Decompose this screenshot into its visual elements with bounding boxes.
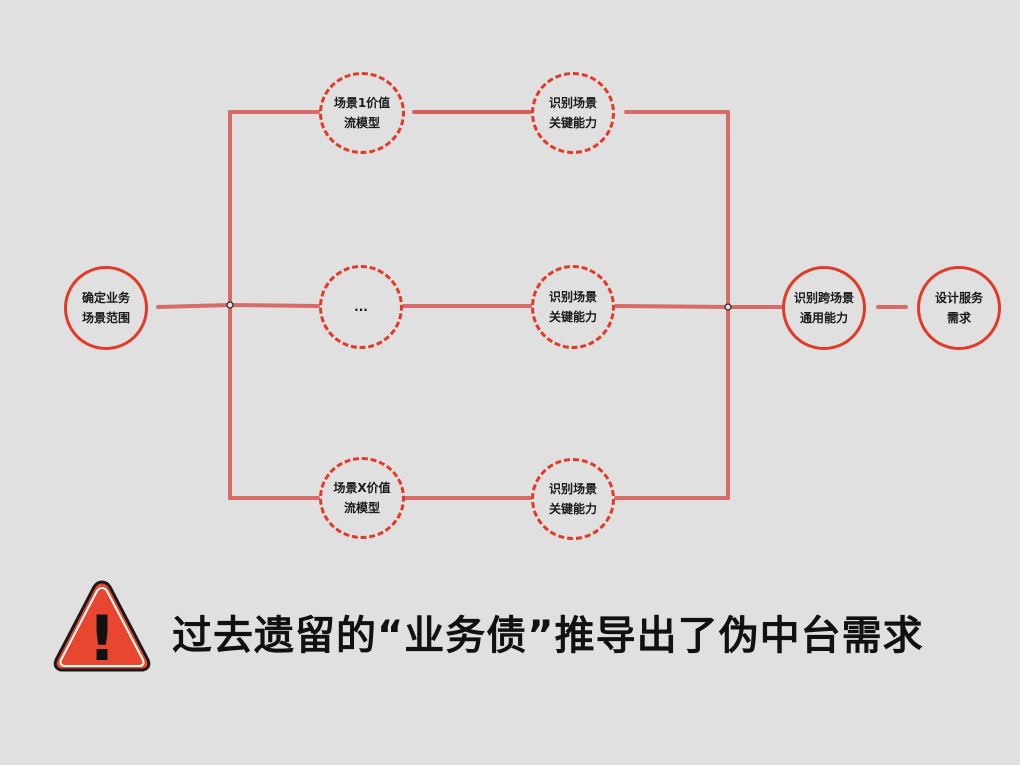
node-scene-1-value-stream: 场景1价值 流模型 (319, 72, 405, 154)
warning-symbol: ! (88, 602, 116, 675)
node-design-service: 设计服务 需求 (917, 266, 1001, 350)
connector-key-merge-mid (614, 304, 730, 309)
node-scene-x-value-stream-label: 场景X价值 流模型 (333, 481, 391, 515)
node-scene-x-value-stream: 场景X价值 流模型 (319, 457, 405, 539)
junction-dot-left (226, 301, 234, 309)
node-define-scope-label: 确定业务 场景范围 (81, 291, 130, 325)
junction-dot-right (724, 303, 732, 311)
node-cross-scene-capability: 识别跨场景 通用能力 (782, 266, 866, 350)
warning-headline: 过去遗留的“业务债”推导出了伪中台需求 (172, 613, 924, 659)
node-key-capability-mid-label: 识别场景 关键能力 (548, 290, 597, 324)
node-cross-scene-capability-label: 识别跨场景 通用能力 (793, 291, 854, 325)
node-key-capability-top-label: 识别场景 关键能力 (548, 96, 597, 130)
node-key-capability-mid: 识别场景 关键能力 (531, 265, 615, 349)
node-design-service-label: 设计服务 需求 (934, 291, 983, 325)
connector-start-split (156, 303, 232, 309)
node-scene-1-value-stream-label: 场景1价值 流模型 (333, 96, 391, 130)
node-key-capability-bottom: 识别场景 关键能力 (531, 458, 615, 540)
warning-triangle-icon: ! (53, 580, 151, 675)
node-key-capability-bottom-label: 识别场景 关键能力 (548, 482, 597, 516)
node-scene-ellipsis-label: ... (354, 300, 368, 314)
node-scene-ellipsis: ... (319, 265, 403, 349)
connector-split-mid (228, 303, 320, 308)
node-key-capability-top: 识别场景 关键能力 (531, 72, 615, 154)
node-define-scope: 确定业务 场景范围 (64, 266, 148, 350)
